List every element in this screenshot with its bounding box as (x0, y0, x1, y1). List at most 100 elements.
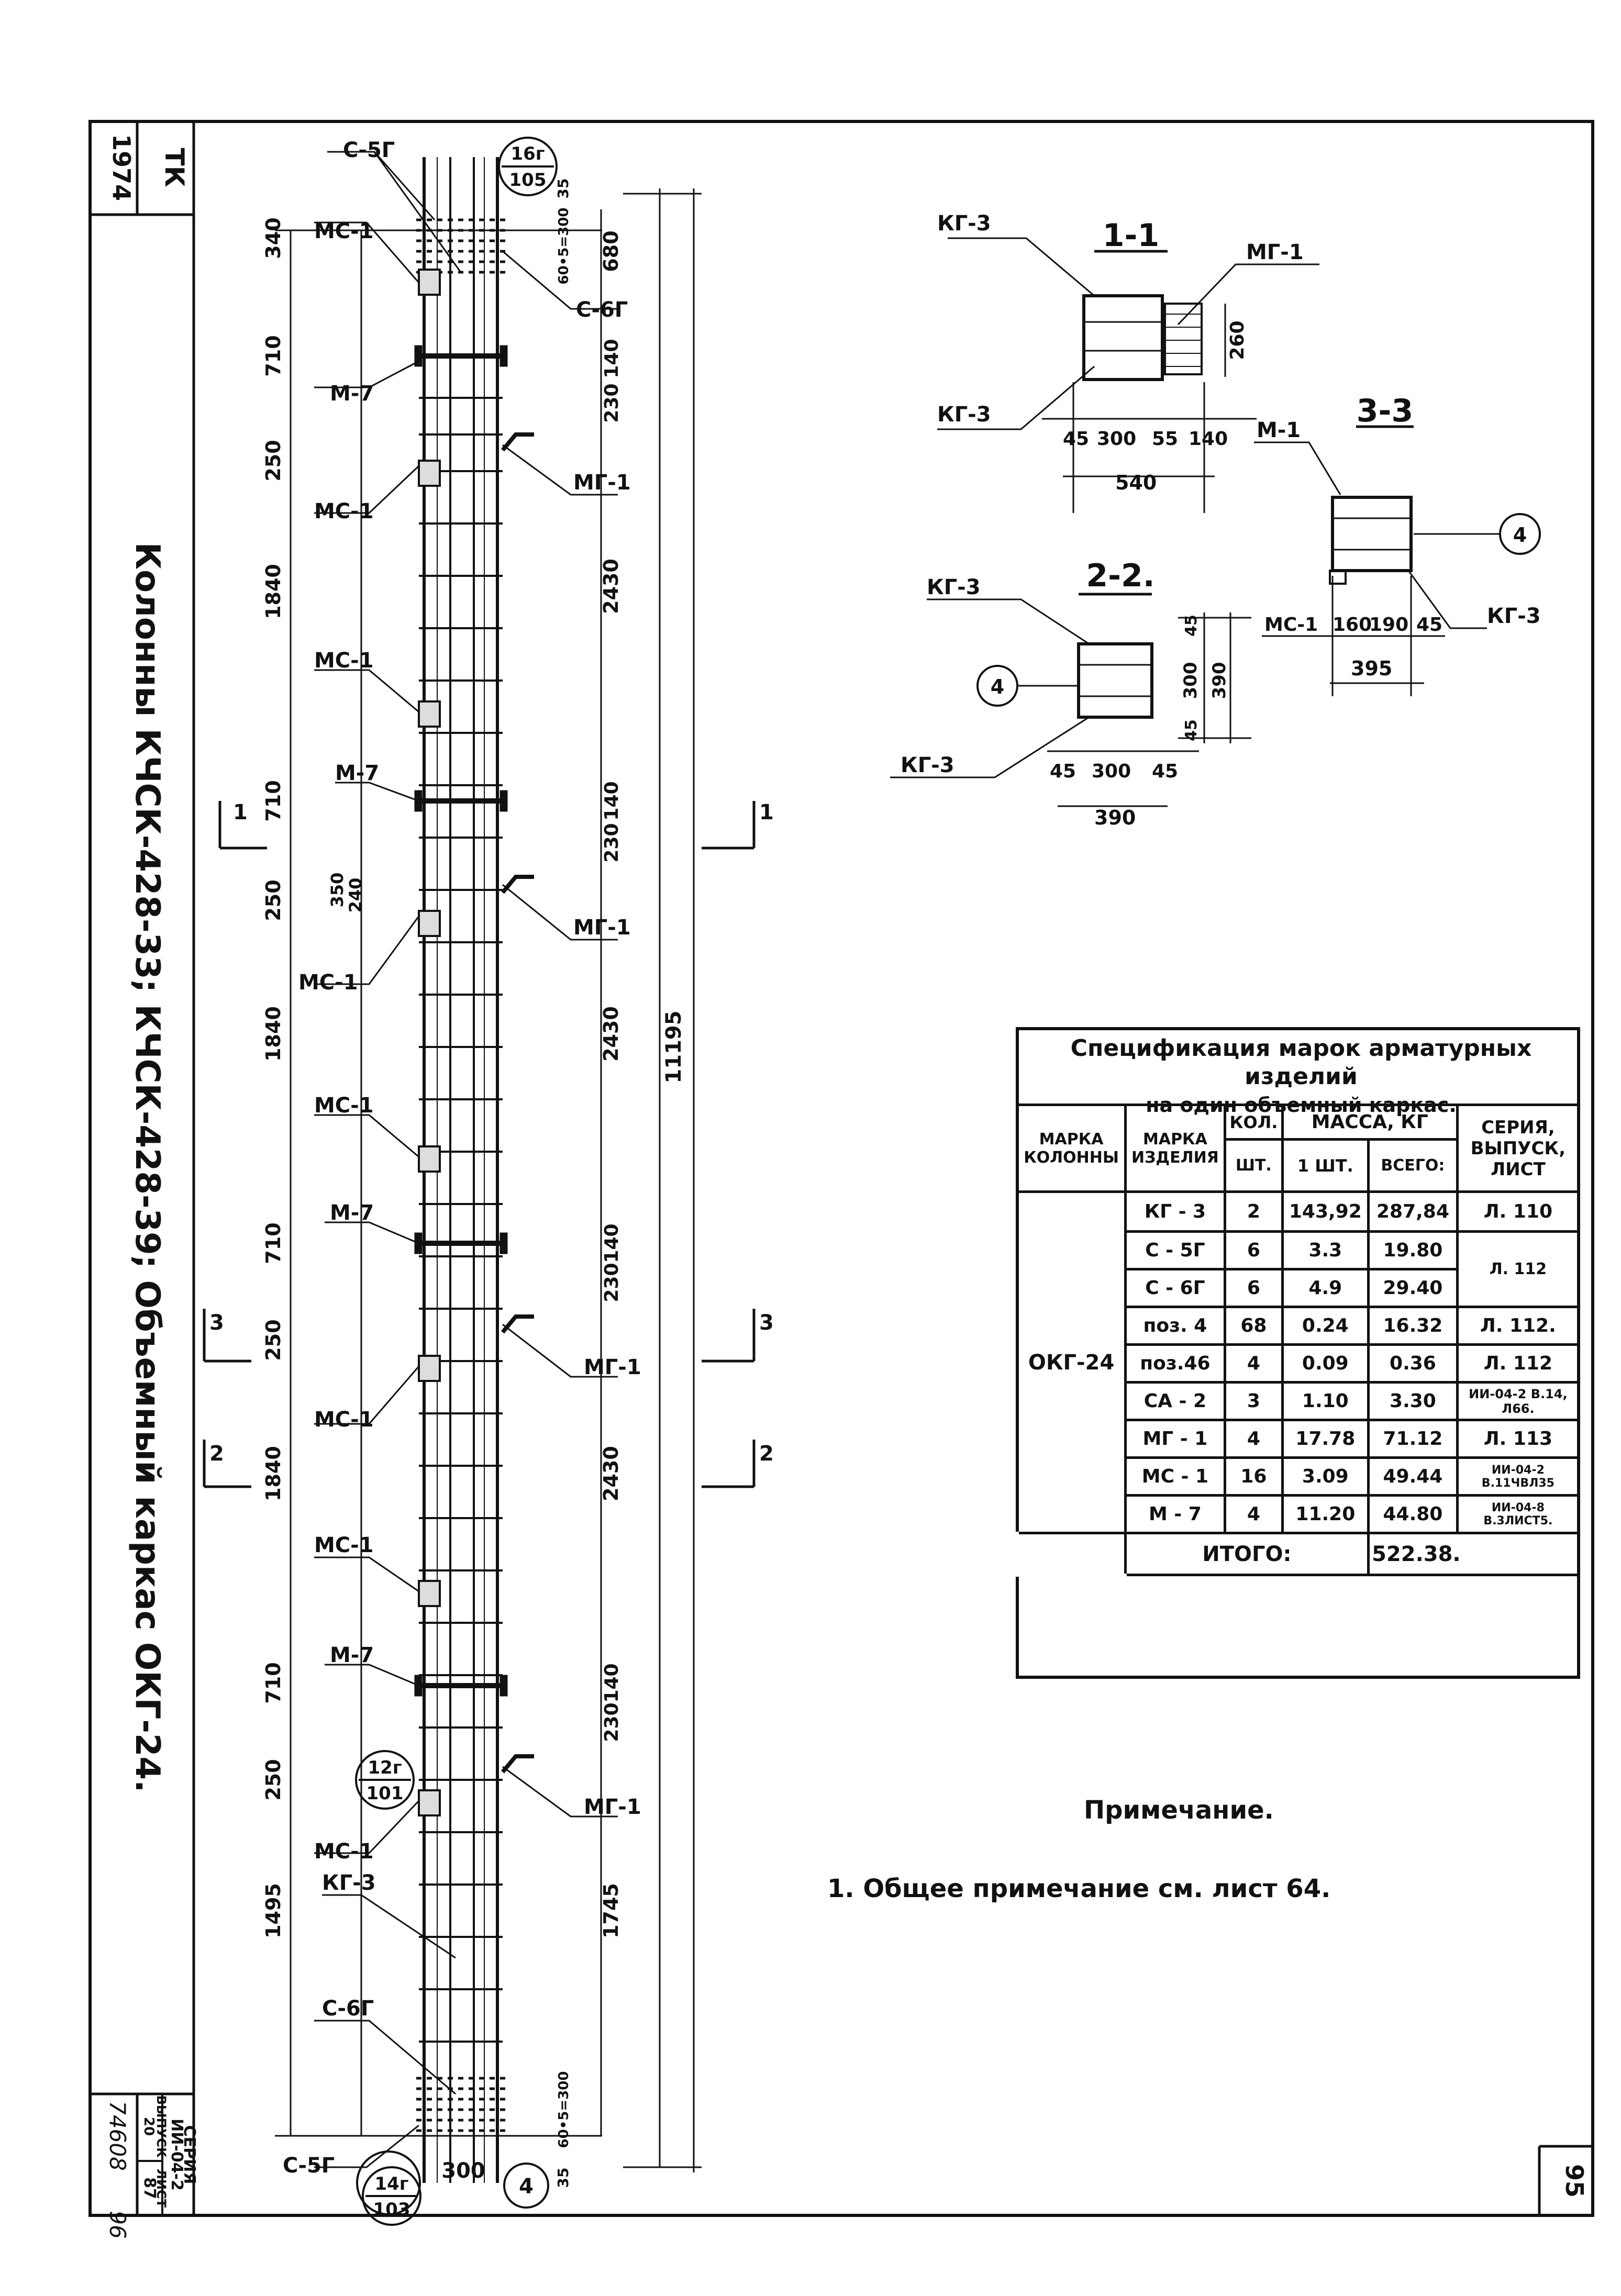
spec-row-item: МС - 1 (1124, 1456, 1227, 1497)
page-number: 95 (1560, 2164, 1589, 2198)
callout-mg1-1: МГ-1 (573, 471, 631, 495)
section-1-label-kg3-bottom: КГ-3 (937, 403, 991, 427)
callout-mc1-1: МС-1 (314, 219, 374, 243)
bubble-12g-bottom: 101 (367, 1783, 404, 1804)
spec-row-ref: ИИ-04-2 В.14, Л66. (1456, 1381, 1581, 1421)
note-text: 1. Общее примечание см. лист 64. (827, 1874, 1331, 1903)
dim-right-680: 680 (599, 230, 623, 272)
section-3-label-mc1: МС-1 (1264, 614, 1318, 636)
spec-header-item-mark: МАРКА ИЗДЕЛИЯ (1124, 1104, 1227, 1193)
sheet-frame (88, 120, 1594, 2217)
section-2-dim-300a: 300 (1180, 662, 1201, 699)
specification: Спецификация марок арматурных изделий на… (1015, 1027, 1583, 1679)
section-2-dim-45a: 45 (1182, 615, 1201, 637)
dim-left-710d: 710 (262, 1662, 285, 1703)
spec-row-total: 44.80 (1367, 1494, 1459, 1534)
dim-right-230c: 230 (601, 1263, 623, 1302)
spec-row-total: 287,84 (1367, 1190, 1459, 1233)
stamp-tk: ТК (159, 148, 190, 187)
dim-overall: 11195 (662, 1010, 686, 1083)
dim-left-1840c: 1840 (262, 1446, 285, 1501)
dim-left-710b: 710 (262, 780, 285, 821)
dim-right-140b: 140 (601, 781, 623, 820)
dim-left-1840b: 1840 (262, 1006, 285, 1062)
spec-row-one: 143,92 (1281, 1190, 1370, 1233)
dim-small-60x5-top: 60•5=300 (556, 208, 572, 285)
spec-header-column-mark: МАРКА КОЛОННЫ (1016, 1104, 1127, 1193)
spec-row-ref: ИИ-04-2 В.11ЧВЛ35 (1456, 1456, 1581, 1497)
dim-right-230d: 230 (601, 1702, 623, 1742)
section-2-title: 2-2. (1086, 558, 1154, 594)
spec-row-one: 11.20 (1281, 1494, 1370, 1534)
section-1-title: 1-1 (1103, 217, 1159, 254)
spec-row-item: С - 6Г (1124, 1268, 1227, 1308)
spec-total-label: ИТОГО: (1124, 1532, 1370, 1576)
spec-row-item: КГ - 3 (1124, 1190, 1227, 1233)
section-3-dim-160: 160 (1333, 614, 1372, 636)
section-1-dim-45: 45 (1063, 428, 1089, 450)
spec-row-total: 29.40 (1367, 1268, 1459, 1308)
section-mark-2-right: 2 (759, 1442, 774, 1466)
stamp-issue-value: 20 (141, 2117, 157, 2136)
callout-c5g-top: С-5Г (343, 138, 395, 162)
spec-header-qty: КОЛ. (1224, 1104, 1284, 1141)
spec-row-ref: ИИ-04-8 В.3ЛИСТ5. (1456, 1494, 1581, 1534)
spec-header-mass-one: 1 ШТ. (1281, 1138, 1370, 1193)
spec-row-item: поз.46 (1124, 1343, 1227, 1384)
section-3-dim-45: 45 (1416, 614, 1442, 636)
spec-header-series: СЕРИЯ, ВЫПУСК, ЛИСТ (1456, 1104, 1581, 1193)
callout-c5g-bottom: С-5Г (283, 2154, 335, 2178)
dim-left-340: 340 (262, 217, 285, 259)
callout-mc1-5: МС-1 (314, 1094, 374, 1118)
spec-row-total: 3.30 (1367, 1381, 1459, 1421)
bubble-16g-top: 16г (510, 143, 545, 164)
spec-row-ref: Л. 110 (1456, 1190, 1581, 1233)
dim-left-710: 710 (262, 335, 285, 376)
dim-left-710c: 710 (262, 1222, 285, 1264)
dim-left-1495: 1495 (262, 1883, 285, 1938)
callout-c6g-bottom: С-6Г (322, 1997, 374, 2021)
spec-header-qty-unit: ШТ. (1224, 1138, 1284, 1193)
section-2-label-kg3-top: КГ-3 (927, 575, 981, 599)
section-1-dim-540: 540 (1115, 471, 1157, 494)
dim-left-250: 250 (262, 440, 285, 481)
bubble-14g-bottom: 103 (373, 2199, 410, 2220)
spec-row-qty: 4 (1224, 1494, 1284, 1534)
spec-row-total: 71.12 (1367, 1419, 1459, 1459)
dim-small-240: 240 (346, 878, 365, 913)
callout-c6g-top: С-6Г (576, 298, 628, 322)
section-1-dim-140: 140 (1189, 428, 1228, 450)
section-1-dim-55: 55 (1152, 428, 1178, 450)
section-3-label-m1: М-1 (1257, 418, 1301, 442)
callout-kg3: КГ-3 (322, 1871, 376, 1895)
section-1-label-kg3-top: КГ-3 (937, 211, 991, 236)
callout-mc1-6: МС-1 (314, 1408, 374, 1432)
callout-m7-3: М-7 (330, 1201, 374, 1225)
spec-row-total: 0.36 (1367, 1343, 1459, 1384)
section-3-dim-190: 190 (1369, 614, 1408, 636)
section-2-2 (890, 593, 1251, 807)
spec-row-one: 4.9 (1281, 1268, 1370, 1308)
spec-row-item: М - 7 (1124, 1494, 1227, 1534)
section-mark-3-left: 3 (209, 1311, 224, 1335)
spec-row-item: С - 5Г (1124, 1230, 1227, 1270)
section-2-dim-45d: 45 (1152, 761, 1178, 782)
spec-row-qty: 68 (1224, 1306, 1284, 1346)
spec-row-one: 1.10 (1281, 1381, 1370, 1421)
callout-m7-4: М-7 (330, 1643, 374, 1667)
spec-row-ref: Л. 112 (1456, 1343, 1581, 1384)
callout-mc1-8: МС-1 (314, 1840, 374, 1864)
dim-small-60x5-bottom: 60•5=300 (556, 2071, 572, 2148)
section-mark-2-left: 2 (209, 1442, 224, 1466)
section-2-label-kg3-bottom: КГ-3 (901, 753, 954, 777)
section-3-3 (1254, 425, 1541, 696)
spec-row-qty: 4 (1224, 1343, 1284, 1384)
spec-title: Спецификация марок арматурных изделий на… (1019, 1030, 1583, 1117)
spec-row-qty: 16 (1224, 1456, 1284, 1497)
callout-mg1-4: МГ-1 (584, 1795, 641, 1819)
drawing-title: Колонны КЧСК-428-33; КЧСК-428-39; Объемн… (128, 542, 166, 1793)
dim-small-350: 350 (327, 873, 347, 908)
circle-4-elevation: 4 (519, 2175, 534, 2199)
dim-small-300: 300 (441, 2159, 485, 2183)
bubble-14g-top: 14г (374, 2174, 408, 2194)
